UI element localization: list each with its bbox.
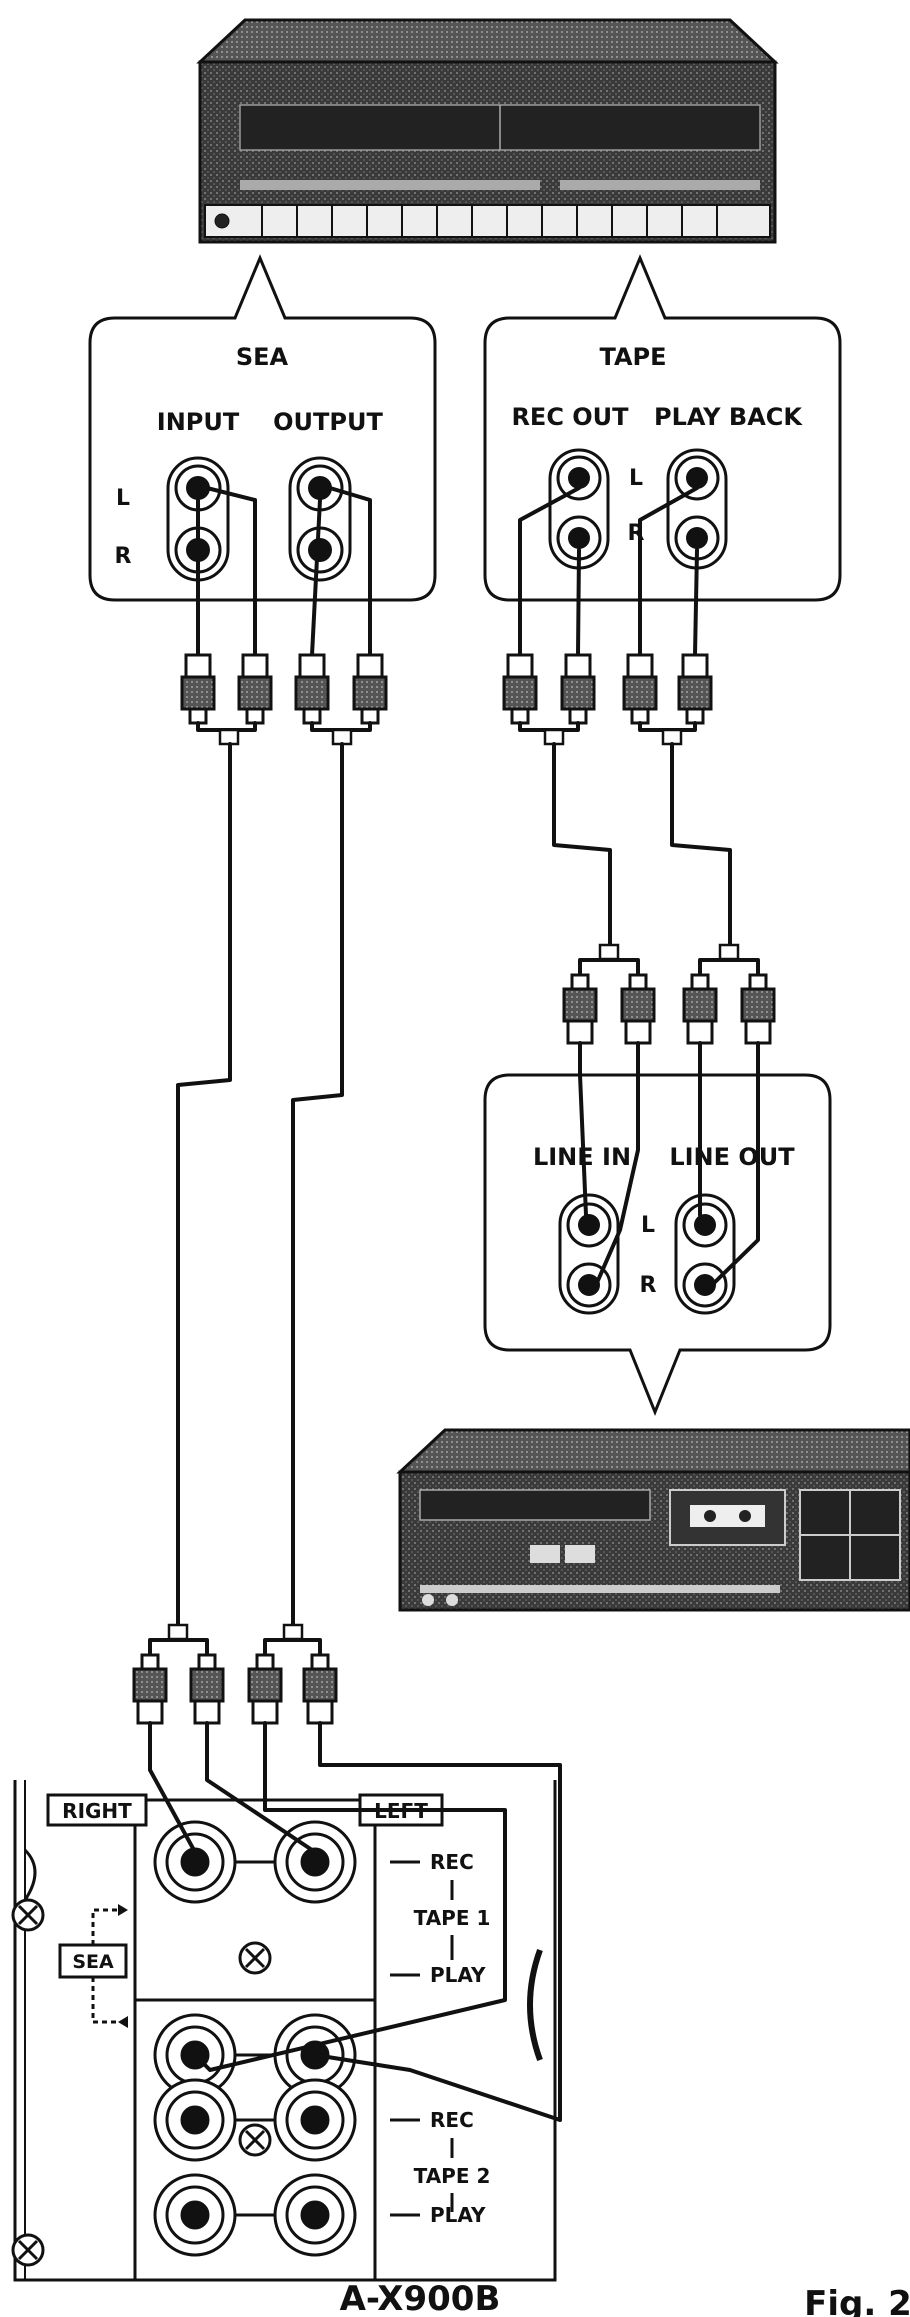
deck-plugs xyxy=(562,973,776,1045)
amp-cables xyxy=(148,1721,562,2122)
deck-line-out-l-jack xyxy=(682,1202,728,1248)
sea-output-label: OUTPUT xyxy=(273,408,383,436)
plug-sea-out-r xyxy=(352,653,388,725)
amp-tape1-rec-label: REC xyxy=(430,1850,474,1874)
sea-l-label: L xyxy=(116,486,130,511)
deck-line-out-label: LINE OUT xyxy=(669,1143,795,1171)
amp-sea-label: SEA xyxy=(72,1951,114,1973)
amp-right-label: RIGHT xyxy=(62,1799,132,1823)
tape-l-label: L xyxy=(629,466,643,491)
deck-r-label: R xyxy=(640,1273,657,1298)
deck-splitters xyxy=(578,943,760,977)
screw-icon xyxy=(11,1898,45,1932)
tape-rec-out-l-jack xyxy=(556,455,602,501)
sea-input-label: INPUT xyxy=(157,408,240,436)
sea-r-label: R xyxy=(115,544,132,569)
sea-callout-panel: SEA INPUT OUTPUT L R xyxy=(88,254,437,602)
plug-sea-in-r xyxy=(237,653,273,725)
amp-tape1-rec-right-jack xyxy=(153,1820,237,1904)
sea-unit-device xyxy=(196,18,779,244)
amp-tape2-play-label: PLAY xyxy=(430,2203,486,2227)
tape-rec-out-label: REC OUT xyxy=(511,403,629,431)
plug-rec-out-r xyxy=(560,653,596,725)
amp-tape2-rec-label: REC xyxy=(430,2108,474,2132)
plug-sea-out-l xyxy=(294,653,330,725)
figure-label: Fig. 2 xyxy=(804,2284,910,2317)
long-cables xyxy=(176,742,732,1627)
amp-tape2-label: TAPE 2 xyxy=(414,2164,491,2188)
amp-tape2-play-left-jack xyxy=(273,2173,357,2257)
lower-splitters xyxy=(148,1623,322,1657)
deck-line-in-l-jack xyxy=(566,1202,612,1248)
upper-cables xyxy=(196,486,699,657)
tape-play-back-label: PLAY BACK xyxy=(654,403,803,431)
screw-icon xyxy=(238,2123,272,2157)
tape-play-back-l-jack xyxy=(674,455,720,501)
plug-sea-in-l xyxy=(180,653,216,725)
sea-title: SEA xyxy=(236,343,289,371)
sea-output-l-jack xyxy=(296,464,344,512)
amp-tape2-rec-left-jack xyxy=(273,2078,357,2162)
deck-line-out-r-jack xyxy=(682,1262,728,1308)
deck-callout-panel: LINE IN LINE OUT L R xyxy=(483,1041,832,1417)
deck-l-label: L xyxy=(641,1213,655,1238)
screw-icon xyxy=(238,1941,272,1975)
screw-icon xyxy=(11,2233,45,2267)
cassette-deck-device xyxy=(396,1428,910,1612)
upper-splitters xyxy=(196,721,697,746)
amp-tape1-label: TAPE 1 xyxy=(414,1906,491,1930)
tape-play-back-r-jack xyxy=(674,515,720,561)
amp-model-label: A-X900B xyxy=(340,2279,501,2317)
amp-tape1-play-label: PLAY xyxy=(430,1963,486,1987)
plug-rec-out-l xyxy=(502,653,538,725)
sea-output-r-jack xyxy=(296,526,344,574)
tape-callout-panel: TAPE REC OUT PLAY BACK L R xyxy=(483,254,842,602)
plug-play-back-r xyxy=(677,653,713,725)
amp-rear-panel: RIGHT LEFT SEA REC TAPE 1 xyxy=(11,1780,557,2282)
upper-plugs xyxy=(180,653,713,725)
lower-plugs xyxy=(132,1653,338,1725)
amp-tape2-play-right-jack xyxy=(153,2173,237,2257)
tape-title: TAPE xyxy=(599,343,666,371)
plug-play-back-l xyxy=(622,653,658,725)
amp-tape2-rec-right-jack xyxy=(153,2078,237,2162)
